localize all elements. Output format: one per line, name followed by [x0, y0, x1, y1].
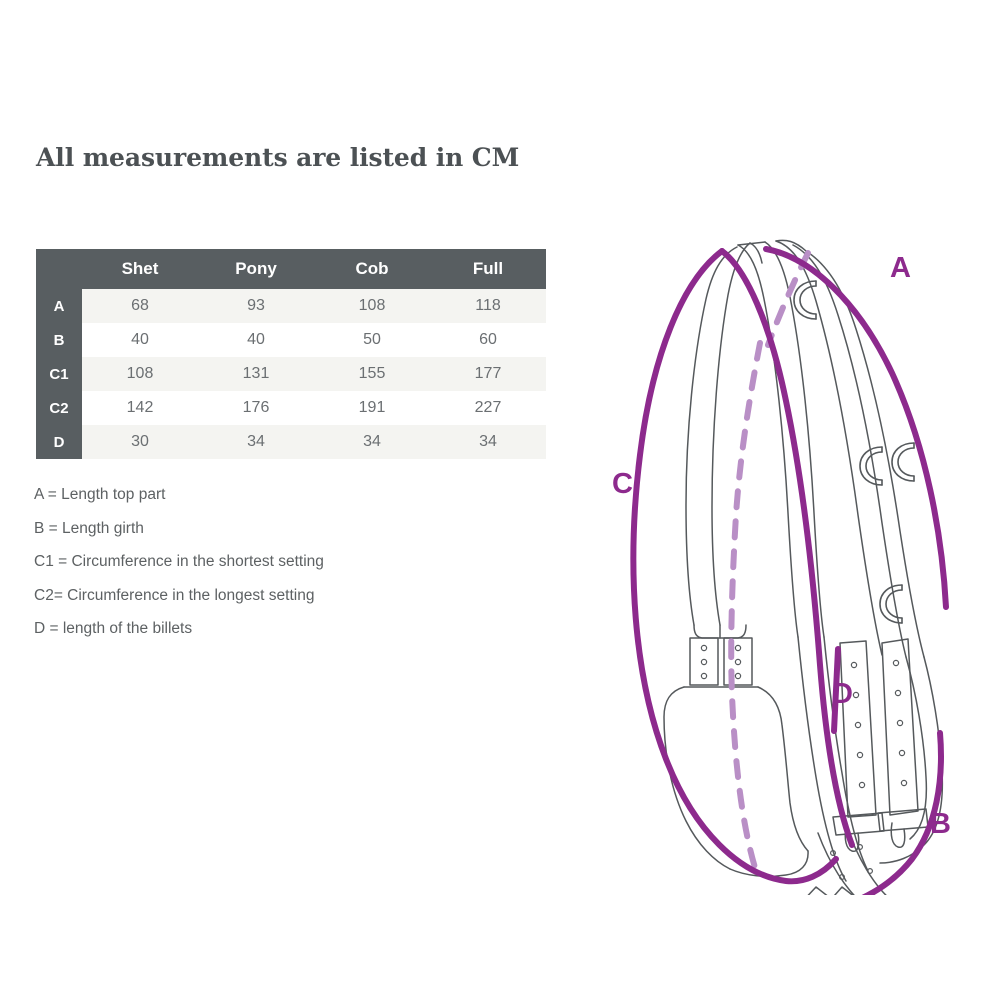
table-row: C1 108 131 155 177 [36, 357, 546, 391]
legend-item-b: B = Length girth [34, 519, 144, 537]
page-title: All measurements are listed in CM [36, 143, 520, 172]
cell-c2-pony: 176 [198, 391, 314, 425]
legend-item-c2: C2= Circumference in the longest setting [34, 586, 315, 604]
left-band-outer-edge [685, 246, 738, 626]
table-corner-cell [36, 249, 82, 289]
legend-item-c1: C1 = Circumference in the shortest setti… [34, 553, 324, 570]
diagram-label-b: B [930, 808, 951, 840]
left-band-inner-edge [711, 242, 751, 626]
row-label-a: A [36, 289, 82, 323]
centre-strap-right-edge [764, 241, 825, 638]
cell-a-full: 118 [430, 289, 546, 323]
diagram-label-a: A [890, 252, 911, 284]
row-label-b: B [36, 323, 82, 357]
measure-arc-c [630, 248, 839, 885]
under-strap-holes [830, 843, 874, 880]
cell-d-cob: 34 [314, 425, 430, 459]
right-panel-top-cap [775, 239, 807, 252]
girth-outline-drawing [663, 239, 944, 895]
cell-c2-full: 227 [430, 391, 546, 425]
left-billet-strap-2 [723, 637, 753, 686]
under-strap-left [817, 832, 855, 895]
diagram-label-c: C [612, 468, 633, 500]
table-row: C2 142 176 191 227 [36, 391, 546, 425]
dashed-line-c2 [728, 340, 763, 874]
measure-arc-c-inner [719, 248, 855, 848]
measure-line-d [831, 646, 841, 734]
top-fold-detail [749, 242, 763, 264]
cell-d-shet: 30 [82, 425, 198, 459]
measurements-table: Shet Pony Cob Full A 68 93 108 118 B 40 … [36, 249, 546, 459]
cell-b-cob: 50 [314, 323, 430, 357]
cell-c1-full: 177 [430, 357, 546, 391]
cell-a-shet: 68 [82, 289, 198, 323]
cell-c2-shet: 142 [82, 391, 198, 425]
table-header-row: Shet Pony Cob Full [36, 249, 546, 289]
buckle-tongue-1 [844, 826, 860, 853]
legend-item-a: A = Length top part [34, 486, 166, 503]
column-header-pony: Pony [198, 249, 314, 289]
centre-strap-right-lower [823, 636, 869, 872]
strap-tail-1 [807, 886, 828, 895]
row-label-d: D [36, 425, 82, 459]
left-lower-pad-bottom [729, 850, 809, 878]
centre-strap-left-edge [737, 244, 799, 638]
legend-list: A = Length top part B = Length girth C1 … [34, 478, 504, 646]
right-billet-strap-2 [881, 638, 919, 816]
measure-arc-b [861, 730, 944, 895]
cell-c1-shet: 108 [82, 357, 198, 391]
cell-b-pony: 40 [198, 323, 314, 357]
cell-d-pony: 34 [198, 425, 314, 459]
girth-diagram: A C D B [590, 225, 1000, 895]
d-ring-top-icon [793, 280, 817, 320]
row-label-c1: C1 [36, 357, 82, 391]
d-ring-middle-right-icon [891, 442, 915, 482]
right-panel-lower-outline [879, 656, 944, 864]
left-lower-pad-inner [757, 686, 809, 852]
cell-a-pony: 93 [198, 289, 314, 323]
column-header-shet: Shet [82, 249, 198, 289]
legend-item-d: D = length of the billets [34, 620, 193, 637]
measure-arc-a [763, 246, 949, 610]
cell-a-cob: 108 [314, 289, 430, 323]
table-row: B 40 40 50 60 [36, 323, 546, 357]
table-row: A 68 93 108 118 [36, 289, 546, 323]
right-billet-holes [850, 659, 908, 789]
table-body: A 68 93 108 118 B 40 40 50 60 C1 108 131… [36, 289, 546, 459]
left-billet-holes [700, 644, 742, 680]
column-header-cob: Cob [314, 249, 430, 289]
left-billet-strap-1 [689, 637, 719, 686]
cell-c1-cob: 155 [314, 357, 430, 391]
cell-b-full: 60 [430, 323, 546, 357]
d-ring-lower-icon [879, 584, 903, 624]
row-label-c2: C2 [36, 391, 82, 425]
right-panel-left-edge [775, 240, 883, 656]
right-panel-lower-inner [905, 656, 928, 840]
dashed-line-a [765, 250, 811, 348]
cell-d-full: 34 [430, 425, 546, 459]
cell-b-shet: 40 [82, 323, 198, 357]
cell-c1-pony: 131 [198, 357, 314, 391]
right-billet-strap-1 [839, 640, 877, 818]
buckle-tongue-2 [890, 822, 906, 849]
buckle-plate-2 [877, 808, 929, 832]
column-header-full: Full [430, 249, 546, 289]
diagram-label-d: D [832, 678, 853, 710]
cell-c2-cob: 191 [314, 391, 430, 425]
purple-measure-arcs [630, 246, 949, 895]
table-row: D 30 34 34 34 [36, 425, 546, 459]
table-header: Shet Pony Cob Full [36, 249, 546, 289]
